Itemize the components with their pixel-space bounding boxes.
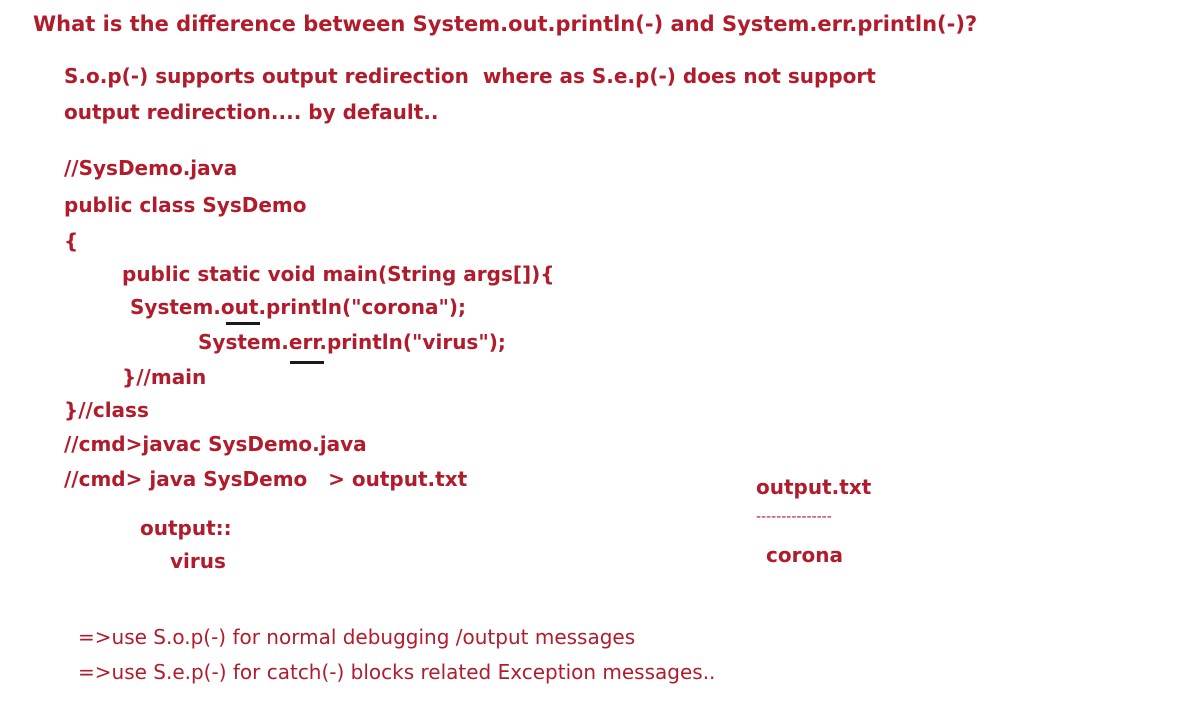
code-open-brace: {	[64, 229, 79, 253]
code-class-close: }//class	[64, 398, 149, 422]
file-output-value: corona	[766, 543, 843, 567]
note-2: =>use S.e.p(-) for catch(-) blocks relat…	[78, 660, 716, 684]
question-title: What is the difference between System.ou…	[33, 12, 978, 36]
code-stmt-err: System.err.println("virus");	[198, 330, 506, 354]
code-stmt-out: System.out.println("corona");	[130, 295, 467, 319]
file-output-name: output.txt	[756, 475, 872, 499]
out-underline-mark	[226, 322, 260, 325]
console-output-value: virus	[170, 549, 226, 573]
file-output-separator: ---------------	[756, 509, 832, 525]
code-class-declaration: public class SysDemo	[64, 193, 307, 217]
answer-line-1: S.o.p(-) supports output redirection whe…	[64, 64, 876, 88]
code-main-close: }//main	[122, 365, 207, 389]
console-output-label: output::	[140, 516, 232, 540]
note-1: =>use S.o.p(-) for normal debugging /out…	[78, 625, 636, 649]
code-comment-filename: //SysDemo.java	[64, 156, 238, 180]
err-underline-mark	[290, 361, 324, 364]
answer-line-2: output redirection.... by default..	[64, 100, 439, 124]
code-main-declaration: public static void main(String args[]){	[122, 262, 555, 286]
code-cmd-compile: //cmd>javac SysDemo.java	[64, 432, 367, 456]
code-cmd-run: //cmd> java SysDemo > output.txt	[64, 467, 468, 491]
